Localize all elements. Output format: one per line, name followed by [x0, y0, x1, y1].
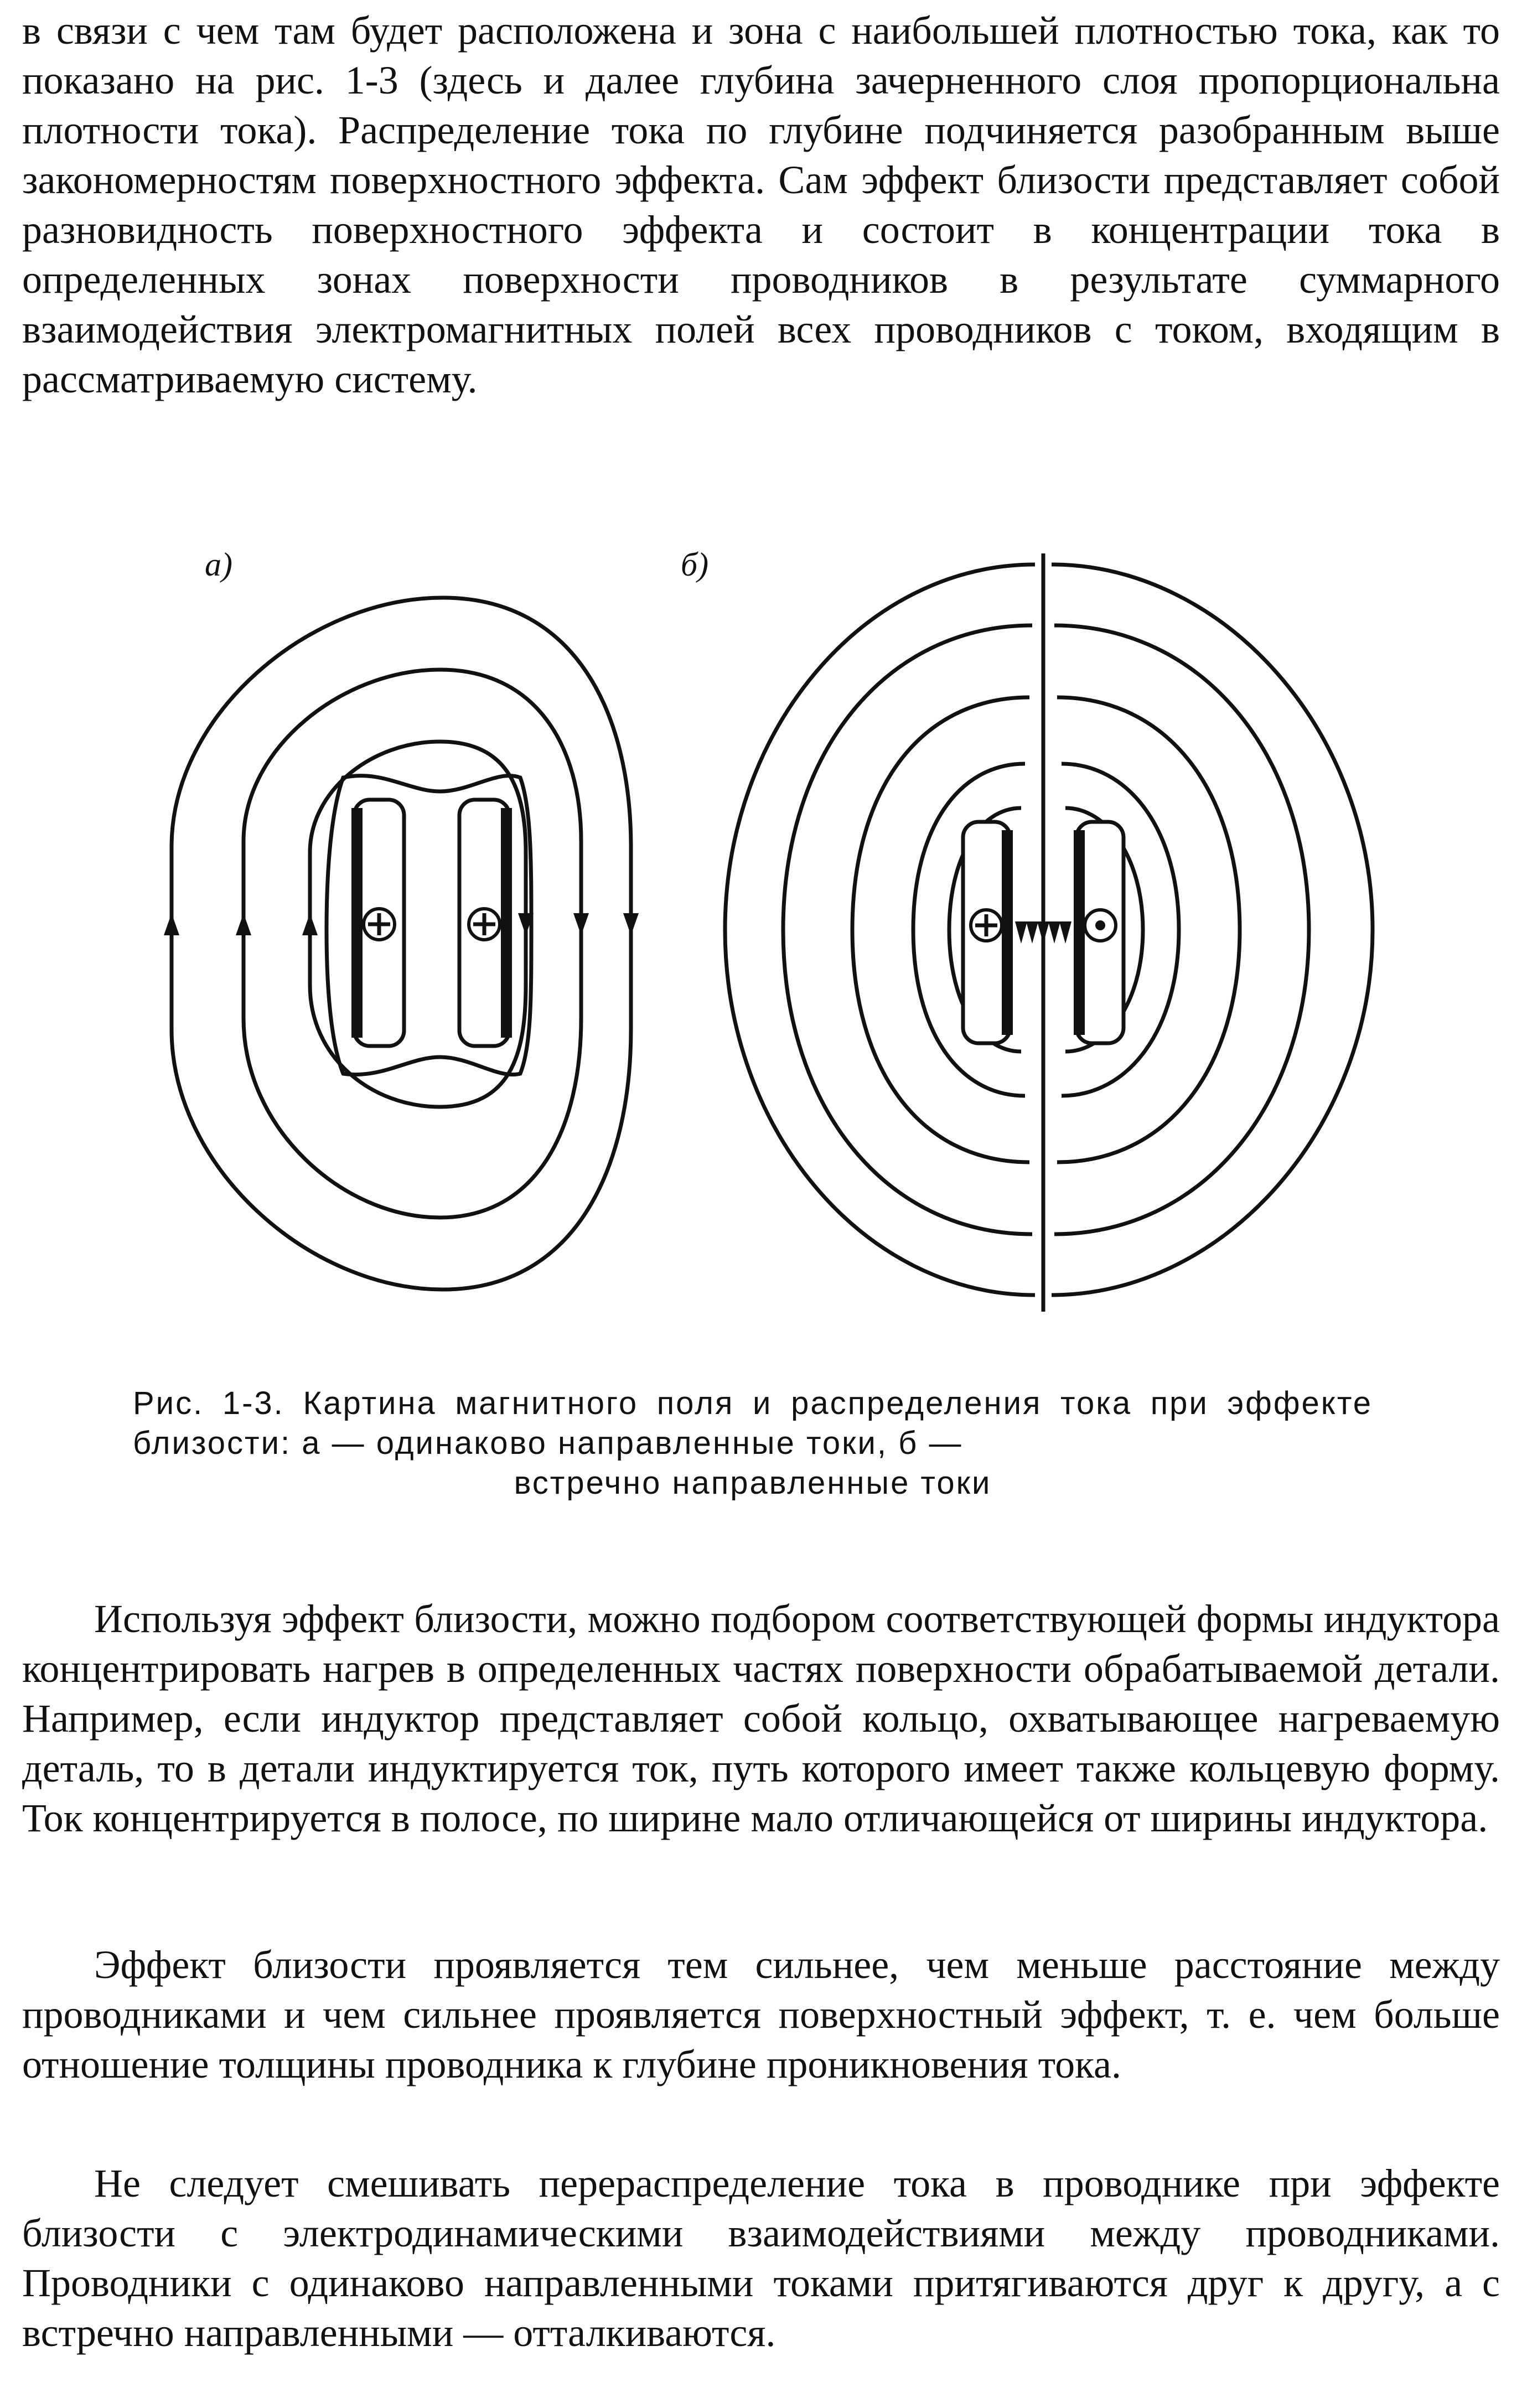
paragraph-electrodynamic: Не следует смешивать перераспределение т… [22, 2161, 1500, 2355]
magnetic-field-diagram: а) б) [164, 546, 1375, 1312]
figure-1-3: а) б) [133, 531, 1428, 1317]
field-line-b-left-4 [911, 762, 1026, 1098]
field-line-b-right-3 [1057, 695, 1242, 1164]
field-line-a-outer [169, 595, 633, 1292]
field-line-b-right-2 [1054, 623, 1311, 1236]
current-plus-icon-a-right-cross [473, 913, 495, 935]
figure-caption: Рис. 1-3. Картина магнитного поля и расп… [133, 1384, 1373, 1503]
current-plus-icon-a-left-cross [368, 913, 390, 935]
current-plus-icon-b-left-cross [975, 914, 997, 936]
arrow-down-icon-b-4 [1048, 921, 1060, 944]
field-line-b-left-2 [781, 623, 1033, 1236]
arrow-down-icon-a-outer [623, 913, 639, 935]
field-line-a-middle [241, 667, 583, 1220]
arrow-up-icon-a-middle [236, 913, 251, 935]
field-line-b-right-outer [1051, 562, 1375, 1297]
arrow-down-icon-b-3 [1037, 921, 1049, 944]
caption-line-2: эффекте близости: а — одинаково направле… [133, 1385, 1373, 1461]
arrow-down-icon-a-middle [573, 913, 589, 935]
paragraph-intro: в связи с чем там будет расположена и зо… [22, 8, 1500, 401]
field-line-b-left-3 [850, 695, 1030, 1164]
panel-a-label: а) [205, 546, 232, 583]
field-line-a-waist [324, 774, 534, 1076]
panel-b-label: б) [681, 546, 708, 583]
field-line-b-right-4 [1061, 762, 1181, 1098]
field-line-b-left-outer [723, 562, 1036, 1297]
panel-a: а) [164, 546, 639, 1292]
arrow-down-icon-a-inner [518, 913, 534, 935]
arrow-down-icon-b-1 [1015, 921, 1027, 944]
arrow-up-icon-a-inner [302, 913, 318, 935]
caption-line-3: встречно направленные токи [514, 1465, 992, 1501]
arrow-up-icon-a-outer [164, 913, 179, 935]
current-dot-icon-b-right-center [1095, 920, 1105, 930]
arrow-down-icon-b-2 [1026, 921, 1038, 944]
arrow-down-icon-b-5 [1059, 921, 1072, 944]
field-line-a-inner [308, 739, 528, 1109]
panel-b: б) [681, 546, 1375, 1312]
paragraph-proximity-strength: Эффект близости проявляется тем сильнее,… [22, 1943, 1500, 2086]
paragraph-inductor: Используя эффект близости, можно подборо… [22, 1597, 1500, 1840]
caption-line-1: Рис. 1-3. Картина магнитного поля и расп… [133, 1385, 1209, 1421]
